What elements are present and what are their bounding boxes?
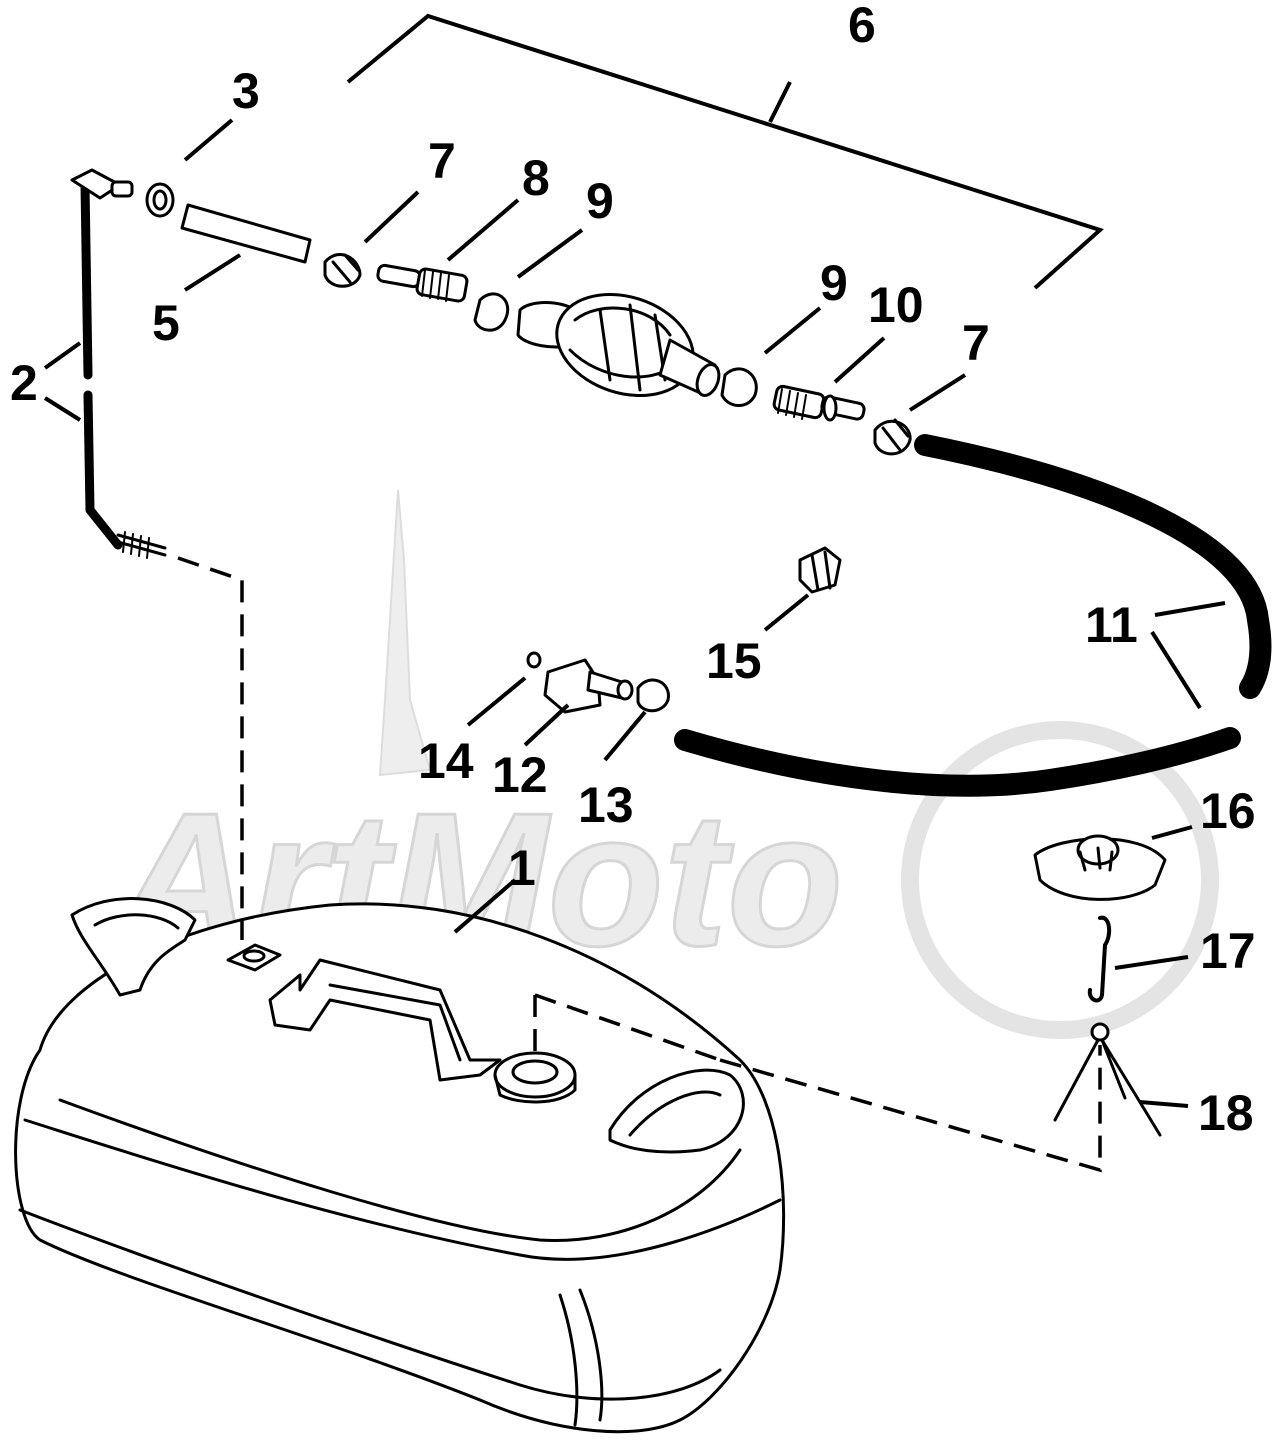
callout-10: 10	[868, 277, 924, 333]
alignment-dashes	[177, 556, 1102, 1173]
callout-9-left: 9	[586, 173, 614, 229]
retainer-18	[1053, 1022, 1162, 1137]
filler-cap-16	[1033, 834, 1167, 901]
callout-3: 3	[232, 63, 260, 119]
watermark: ArtMoto	[110, 489, 1219, 1039]
hose-11	[674, 434, 1272, 797]
callout-8: 8	[522, 150, 550, 206]
callout-12: 12	[492, 747, 548, 803]
callout-16: 16	[1200, 783, 1256, 839]
o-ring-14	[526, 651, 542, 669]
callout-5: 5	[152, 295, 180, 351]
connector-10	[772, 384, 866, 422]
callout-18: 18	[1198, 1085, 1254, 1141]
clamp-3	[145, 182, 175, 218]
hook-17	[1087, 915, 1112, 1003]
callout-17: 17	[1200, 923, 1256, 979]
leader-lines	[43, 13, 1226, 1108]
callout-labels: 1 2 3 5 6 7 7 8 9 9 10 11 12 13 14 15 16…	[10, 0, 1256, 1141]
clamp-9-left	[473, 292, 510, 332]
callout-6: 6	[848, 0, 876, 53]
callout-11: 11	[1085, 597, 1138, 653]
clamp-7-right	[873, 418, 912, 456]
clamp-13	[636, 678, 670, 713]
hose-5	[180, 203, 312, 264]
callout-7-right: 7	[962, 315, 990, 371]
callout-13: 13	[578, 777, 634, 833]
primer-bulb	[516, 292, 721, 398]
fuel-tank	[14, 897, 786, 1434]
connector-12	[543, 658, 634, 714]
clamp-7-left	[323, 253, 362, 288]
callout-7-left: 7	[428, 133, 456, 189]
watermark-text: ArtMoto	[111, 774, 843, 986]
cap-15	[798, 546, 842, 594]
callout-2: 2	[10, 355, 38, 411]
callout-15: 15	[706, 633, 762, 689]
connector-8	[376, 263, 469, 303]
clamp-9-right	[720, 367, 758, 407]
callout-9-right: 9	[820, 255, 848, 311]
callout-1: 1	[508, 840, 536, 896]
callout-14: 14	[418, 733, 474, 789]
pickup-tube	[70, 168, 167, 559]
